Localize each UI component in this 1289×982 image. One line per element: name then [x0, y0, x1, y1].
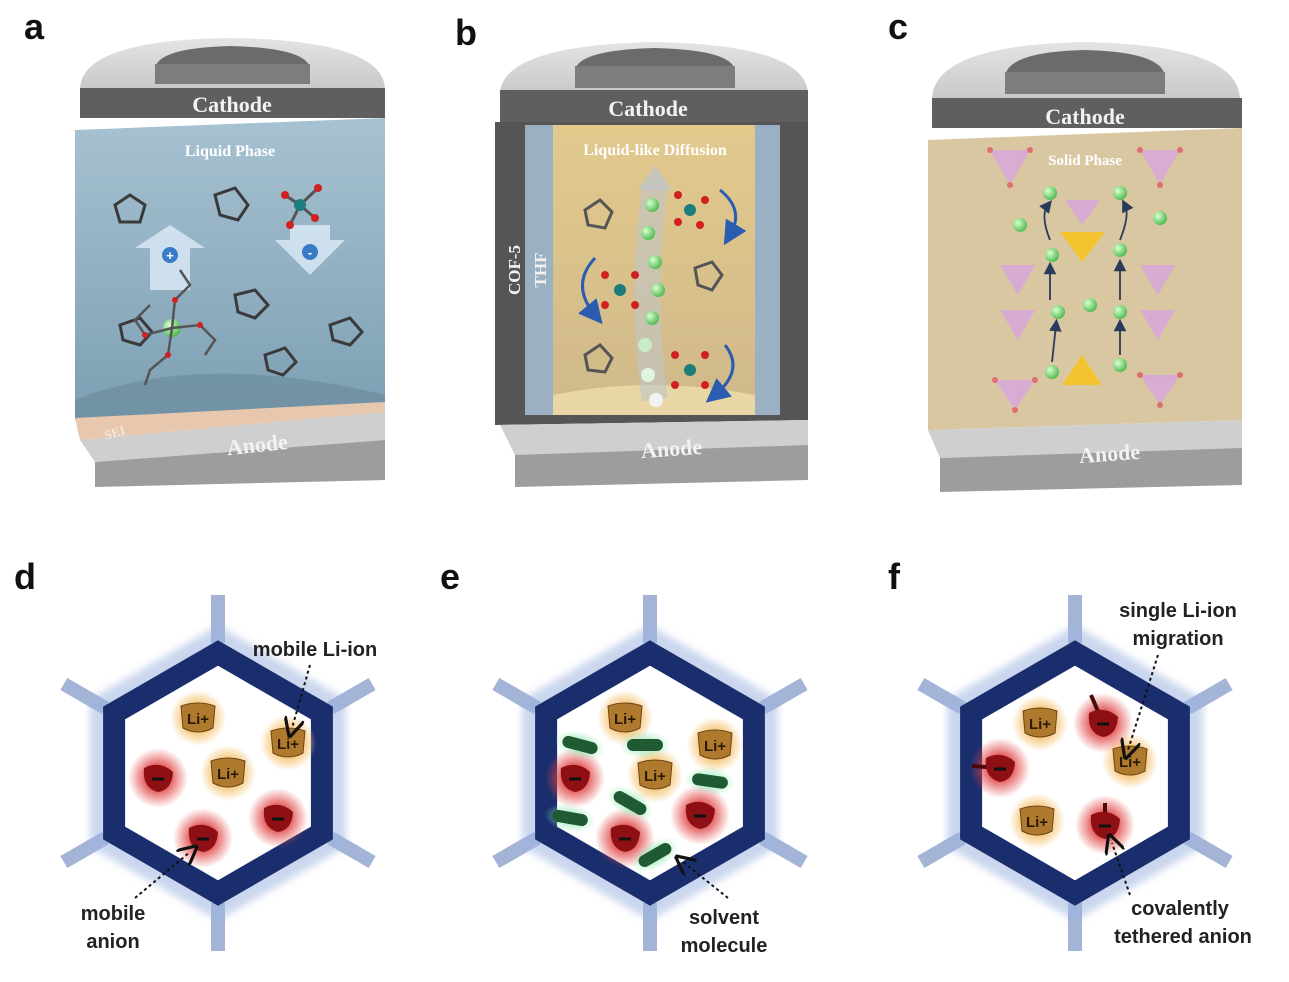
- annot-single-li-2: migration: [1132, 628, 1223, 650]
- anion: [545, 748, 605, 808]
- solvent-body: [613, 791, 647, 815]
- solvent-body: [627, 739, 663, 751]
- li-ion-chain-b: [638, 198, 665, 407]
- anion-sites-c: [1060, 232, 1105, 385]
- annot-mobile-anion-2: anion: [86, 931, 139, 953]
- thf-label: THF: [531, 253, 550, 288]
- li-ion-body: [210, 757, 246, 788]
- svg-text:+: +: [166, 248, 174, 263]
- panel-letter-d: d: [14, 556, 36, 597]
- cathode-label-c: Cathode: [1045, 104, 1125, 129]
- anion: [970, 738, 1030, 798]
- cathode-a: [80, 88, 385, 118]
- li-ion-body: [1019, 805, 1055, 836]
- anion: [128, 748, 188, 808]
- panel-f-hexagon: Li+ Li+ Li+: [917, 595, 1233, 951]
- framework-tetrahedra-c: [990, 150, 1180, 410]
- cathode-b: [500, 90, 808, 122]
- solvent-molecule: [619, 731, 671, 759]
- li-ion: Li+: [1009, 793, 1065, 849]
- li-ion: Li+: [260, 715, 316, 771]
- solvent-molecule: [684, 765, 736, 797]
- li-ion-body: [1022, 707, 1058, 738]
- sei-label: SEI: [102, 422, 127, 443]
- li-ion-label: Li+: [614, 711, 636, 728]
- annot-mobile-anion-1: mobile: [81, 903, 145, 925]
- anode-b: [515, 445, 808, 487]
- cation-symbol: [162, 247, 178, 263]
- li-ion-label: Li+: [1026, 814, 1048, 831]
- svg-text:-: -: [308, 245, 312, 260]
- annot-tethered-2: tethered anion: [1114, 926, 1252, 948]
- panel-letter-a: a: [24, 6, 45, 47]
- li-ion: Li+: [200, 745, 256, 801]
- panel-a: Cathode Anode SEI Liquid Phase + -: [75, 38, 385, 487]
- solvent-body: [638, 843, 672, 867]
- panel-b: Cathode COF-5 THF Liquid-like Diffusion …: [495, 42, 808, 487]
- li-ion: Li+: [627, 747, 683, 803]
- panel-letter-c: c: [888, 6, 909, 47]
- annot-single-li-1: single Li-ion: [1119, 600, 1237, 622]
- li-ion-body: [607, 702, 643, 733]
- anion-cluster-a: [281, 184, 322, 229]
- li-ion: Li+: [170, 690, 226, 746]
- anion: [670, 785, 730, 845]
- annot-solvent-1: solvent: [689, 907, 759, 929]
- solvent-molecule: [630, 835, 680, 875]
- li-ion-label: Li+: [704, 738, 726, 755]
- anode-label-c: Anode: [1078, 439, 1141, 468]
- cathode-c: [932, 98, 1242, 128]
- li-ion-body: [180, 702, 216, 733]
- cathode-label-a: Cathode: [192, 92, 272, 117]
- phase-label-a: Liquid Phase: [185, 143, 275, 160]
- li-ion: Li+: [1012, 695, 1068, 751]
- anions-b: [601, 191, 709, 389]
- solvent-body: [552, 809, 588, 827]
- anode-label-b: Anode: [640, 434, 703, 463]
- panel-e-hexagon: Li+ Li+ Li+: [492, 595, 808, 951]
- annot-tethered-1: covalently: [1131, 898, 1230, 920]
- phase-label-b: Liquid-like Diffusion: [583, 142, 727, 159]
- anion: [248, 788, 308, 848]
- solvent-molecule: [544, 801, 596, 835]
- anode-a: [95, 440, 385, 487]
- solvent-body: [562, 735, 598, 755]
- li-ion-label: Li+: [277, 736, 299, 753]
- li-ion-label: Li+: [187, 711, 209, 728]
- anion: [1075, 795, 1135, 855]
- liquid-phase-a: [75, 118, 385, 420]
- anode-c: [940, 448, 1242, 492]
- cathode-label-b: Cathode: [608, 96, 688, 121]
- anion: [1073, 693, 1133, 753]
- li-ion-label: Li+: [1119, 754, 1141, 771]
- annot-solvent-2: molecule: [681, 935, 768, 957]
- solvent-molecules-a: [113, 186, 365, 377]
- li-ion-label: Li+: [1029, 716, 1051, 733]
- solid-phase-c: [928, 128, 1242, 430]
- li-ions-c: [1013, 186, 1167, 379]
- cof5-label: COF-5: [505, 245, 524, 295]
- anion-symbol: [302, 244, 318, 260]
- panel-c: Cathode Anode Solid Phase: [928, 42, 1242, 492]
- annot-mobile-li-ion: mobile Li-ion: [253, 639, 377, 661]
- panel-letter-f: f: [888, 556, 900, 597]
- solvent-molecule: [605, 783, 655, 823]
- li-ion: Li+: [687, 717, 743, 773]
- li-ion-label: Li+: [644, 768, 666, 785]
- solvent-molecule: [554, 727, 606, 763]
- panel-letter-b: b: [455, 12, 477, 53]
- panel-letter-e: e: [440, 556, 461, 597]
- li-ion-label: Li+: [217, 766, 239, 783]
- phase-label-c: Solid Phase: [1048, 153, 1122, 169]
- li-ion-body: [697, 729, 733, 760]
- solvent-body: [692, 773, 728, 789]
- panel-d-hexagon: Li+ Li+ Li+: [60, 595, 376, 951]
- li-ion-body: [637, 759, 673, 790]
